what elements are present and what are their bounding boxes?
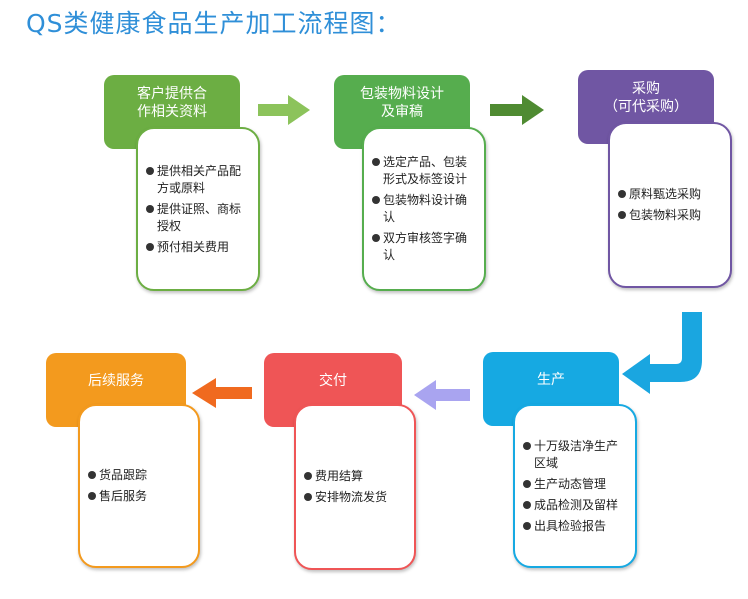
arrow-step1-to-step2 xyxy=(258,95,310,125)
arrow-step3-to-step4 xyxy=(622,312,702,394)
step-title-line: 作相关资料 xyxy=(137,104,207,120)
step-item-text: 双方审核签字确 认 xyxy=(383,231,468,262)
page-title: QS类健康食品生产加工流程图： xyxy=(26,9,402,38)
step-detail-card: 货品跟踪售后服务 xyxy=(78,404,200,568)
step-item: 双方审核签字确 认 xyxy=(372,230,476,264)
bullet-icon xyxy=(523,479,531,488)
step-item: 成品检测及留样 xyxy=(523,497,627,514)
step-item: 包装物料设计确 认 xyxy=(372,192,476,226)
step-item-text: 提供相关产品配 方或原料 xyxy=(157,163,242,195)
bullet-icon xyxy=(146,242,154,251)
step-item: 售后服务 xyxy=(88,488,190,505)
step-title-line: 生产 xyxy=(537,372,565,388)
step-item-text: 包装物料采购 xyxy=(629,208,702,222)
step-item-text: 货品跟踪 xyxy=(99,468,148,482)
bullet-icon xyxy=(146,166,154,175)
arrow-step2-to-step3 xyxy=(490,95,544,125)
step-item-text: 预付相关费用 xyxy=(157,239,230,254)
bullet-icon xyxy=(618,190,626,198)
step-item-text: 包装物料设计确 认 xyxy=(383,193,468,224)
bullet-icon xyxy=(523,441,531,450)
step-title-line: 包装物料设计 xyxy=(360,86,444,102)
step-item-text: 售后服务 xyxy=(99,489,148,503)
step-detail-card: 十万级洁净生产 区域生产动态管理成品检测及留样出具检验报告 xyxy=(513,404,637,568)
bullet-icon xyxy=(304,493,312,501)
bullet-icon xyxy=(523,521,531,530)
step-item: 提供证照、商标 授权 xyxy=(146,201,250,235)
step-item: 货品跟踪 xyxy=(88,467,190,484)
step-item-text: 选定产品、包装 形式及标签设计 xyxy=(383,155,468,186)
step-detail-card: 原料甄选采购包装物料采购 xyxy=(608,122,732,288)
step-item: 原料甄选采购 xyxy=(618,186,722,203)
step-item-text: 原料甄选采购 xyxy=(629,187,702,201)
step-item-text: 生产动态管理 xyxy=(534,476,607,491)
step-item: 十万级洁净生产 区域 xyxy=(523,438,627,472)
step-item-text: 安排物流发货 xyxy=(315,490,388,504)
bullet-icon xyxy=(304,472,312,480)
step-item-text: 费用结算 xyxy=(315,469,364,483)
bullet-icon xyxy=(618,211,626,219)
step-item: 选定产品、包装 形式及标签设计 xyxy=(372,154,476,188)
step-detail-card: 费用结算安排物流发货 xyxy=(294,404,416,570)
bullet-icon xyxy=(88,471,96,479)
step-item-text: 出具检验报告 xyxy=(534,518,607,533)
step-item-text: 提供证照、商标 授权 xyxy=(157,201,242,233)
step-title-line: （可代采购） xyxy=(604,99,688,115)
bullet-icon xyxy=(146,204,154,213)
step-detail-card: 提供相关产品配 方或原料提供证照、商标 授权预付相关费用 xyxy=(136,127,260,291)
step-item-text: 成品检测及留样 xyxy=(534,497,619,512)
step-item: 预付相关费用 xyxy=(146,239,250,256)
step-detail-card: 选定产品、包装 形式及标签设计包装物料设计确 认双方审核签字确 认 xyxy=(362,127,486,291)
step-title-line: 后续服务 xyxy=(88,373,144,389)
step-item: 包装物料采购 xyxy=(618,207,722,224)
step-item: 安排物流发货 xyxy=(304,489,406,506)
step-item: 生产动态管理 xyxy=(523,476,627,493)
bullet-icon xyxy=(372,158,380,166)
step-title-line: 及审稿 xyxy=(381,104,423,120)
bullet-icon xyxy=(88,492,96,500)
step-title-line: 交付 xyxy=(319,373,347,389)
step-item: 出具检验报告 xyxy=(523,518,627,535)
step-item: 提供相关产品配 方或原料 xyxy=(146,163,250,197)
step-item: 费用结算 xyxy=(304,468,406,485)
step-item-text: 十万级洁净生产 区域 xyxy=(534,438,619,470)
bullet-icon xyxy=(372,234,380,242)
step-title-line: 客户提供合 xyxy=(137,86,207,102)
step-title-line: 采购 xyxy=(632,81,660,97)
arrow-step4-to-step5 xyxy=(414,380,470,410)
arrow-step5-to-step6 xyxy=(192,378,252,408)
bullet-icon xyxy=(372,196,380,204)
bullet-icon xyxy=(523,500,531,509)
